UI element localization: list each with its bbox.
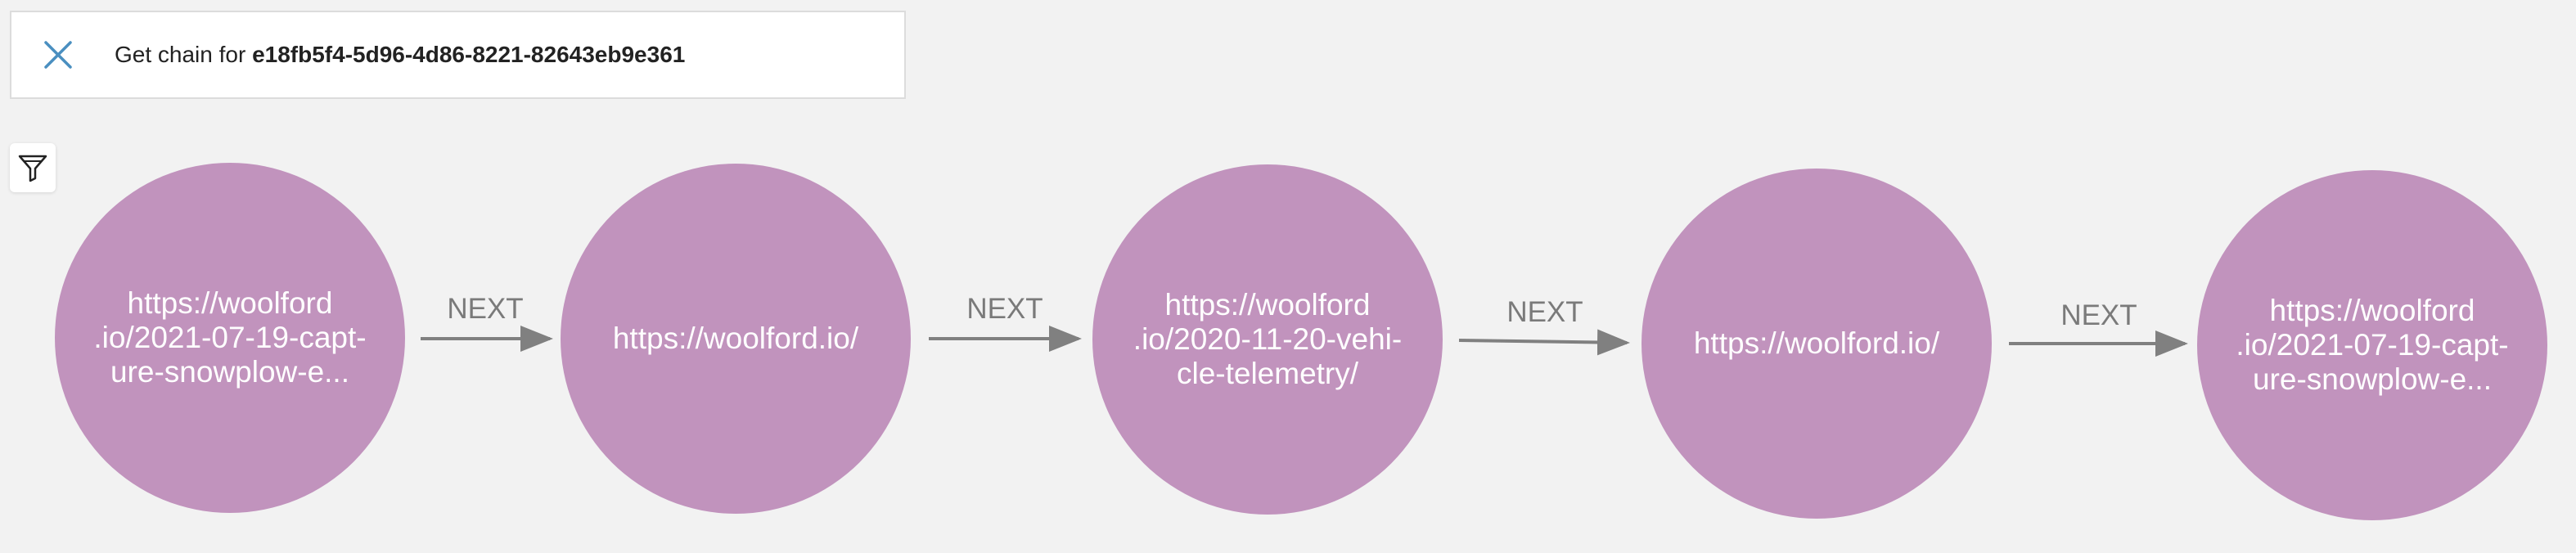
- edge-label: NEXT: [1506, 296, 1583, 328]
- query-title: Get chain for e18fb5f4-5d96-4d86-8221-82…: [115, 42, 685, 68]
- graph-node[interactable]: [561, 164, 911, 514]
- query-bar: Get chain for e18fb5f4-5d96-4d86-8221-82…: [10, 11, 906, 99]
- graph-node[interactable]: [55, 163, 405, 513]
- filter-button[interactable]: [10, 143, 56, 192]
- edge-label: NEXT: [2060, 299, 2137, 331]
- edge-arrow[interactable]: [1458, 329, 1630, 356]
- close-icon: [44, 41, 72, 69]
- close-button[interactable]: [38, 34, 79, 75]
- edge-label: NEXT: [447, 293, 524, 325]
- filter-icon: [18, 155, 47, 182]
- graph-node[interactable]: [1642, 169, 1992, 519]
- query-prefix: Get chain for: [115, 42, 253, 67]
- edge-label: NEXT: [966, 293, 1043, 325]
- graph-node[interactable]: [2197, 170, 2547, 520]
- graph-node[interactable]: [1092, 164, 1443, 515]
- chain-id: e18fb5f4-5d96-4d86-8221-82643eb9e361: [252, 42, 686, 67]
